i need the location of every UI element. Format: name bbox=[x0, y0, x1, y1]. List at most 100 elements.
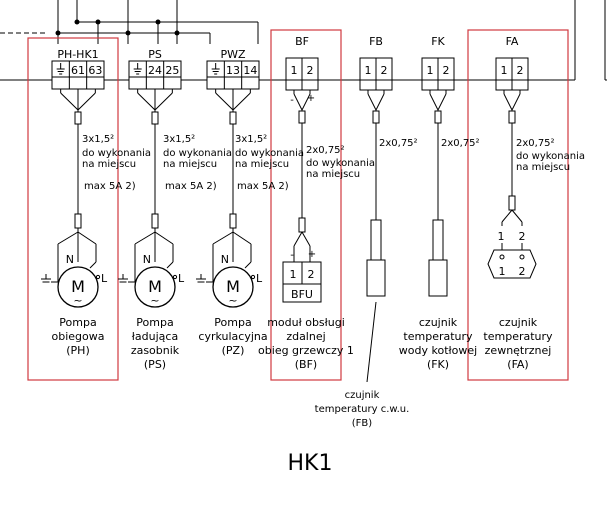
device-label: temperatury bbox=[483, 330, 553, 343]
terminal-block bbox=[128, 76, 182, 90]
device-label: (FK) bbox=[427, 358, 449, 371]
device-label: wody kotłowej bbox=[399, 344, 477, 357]
fb-label: czujnik bbox=[345, 390, 380, 401]
wire bbox=[301, 231, 311, 247]
outdoor-sensor-housing bbox=[487, 249, 537, 279]
wire bbox=[134, 231, 156, 245]
cable-note: na miejscu bbox=[516, 162, 570, 173]
motor-label: M bbox=[71, 277, 85, 296]
wire bbox=[89, 261, 97, 269]
wire bbox=[232, 231, 252, 245]
cable-note: na miejscu bbox=[82, 159, 136, 170]
motor-n-label: N bbox=[143, 253, 151, 266]
device-labels: Pompaobiegowa(PH)Pompaładującazasobnik(P… bbox=[52, 316, 554, 429]
motor-l-label: L bbox=[101, 272, 108, 285]
wire bbox=[375, 93, 385, 111]
wire bbox=[244, 261, 252, 269]
device-label: obieg grzewczy 1 bbox=[258, 344, 354, 357]
terminal-dot bbox=[519, 254, 525, 260]
sensor-probe bbox=[428, 259, 448, 297]
cable-spec: 3x1,5² bbox=[163, 134, 195, 145]
highlight-bf bbox=[270, 29, 342, 381]
highlight-fa bbox=[467, 29, 569, 381]
device-label: temperatury bbox=[403, 330, 473, 343]
device-label: cyrkulacyjna bbox=[198, 330, 267, 343]
connector-name: FA bbox=[506, 35, 519, 48]
cable-plug bbox=[229, 213, 237, 229]
wire bbox=[212, 231, 234, 245]
motor-n-label: N bbox=[221, 253, 229, 266]
device-label: zewnętrznej bbox=[485, 344, 552, 357]
motor-l-label: L bbox=[256, 272, 263, 285]
terminal-number: 63 bbox=[88, 64, 102, 77]
polarity-minus: - bbox=[290, 250, 294, 261]
terminal-block bbox=[206, 76, 260, 90]
bfu-pin: 1 bbox=[290, 268, 297, 281]
terminal-number: 1 bbox=[365, 64, 372, 77]
sensor-probe bbox=[366, 259, 386, 297]
terminal-number: 25 bbox=[165, 64, 179, 77]
bfu-pin: 2 bbox=[308, 268, 315, 281]
terminal-number: 1 bbox=[501, 64, 508, 77]
device-label: obiegowa bbox=[52, 330, 105, 343]
motor-wave: ~ bbox=[228, 294, 237, 307]
wire bbox=[215, 92, 234, 111]
wire bbox=[293, 93, 303, 111]
fa-pin: 1 bbox=[498, 230, 505, 243]
terminal-number: 2 bbox=[307, 64, 314, 77]
sensor-probe bbox=[370, 219, 382, 261]
cable-plug bbox=[151, 111, 159, 125]
motor-l-label: L bbox=[178, 272, 185, 285]
wire bbox=[77, 92, 96, 111]
connector-name: FB bbox=[369, 35, 383, 48]
motor-symbol bbox=[57, 266, 99, 308]
cable-note: max 5A 2) bbox=[165, 181, 217, 192]
wire bbox=[77, 231, 97, 245]
cable-note: do wykonania bbox=[163, 148, 232, 159]
device-label: moduł obsługi bbox=[267, 316, 345, 329]
cable-note: na miejscu bbox=[163, 159, 217, 170]
wire bbox=[154, 231, 174, 245]
wire bbox=[154, 92, 173, 111]
cable-note: max 5A 2) bbox=[84, 181, 136, 192]
motor-symbol bbox=[212, 266, 254, 308]
cable-plug bbox=[508, 110, 516, 124]
wire bbox=[511, 209, 523, 223]
device-label: Pompa bbox=[214, 316, 251, 329]
cable-spec: 2x0,75² bbox=[379, 138, 418, 149]
device-label: (PS) bbox=[144, 358, 166, 371]
motor-label: M bbox=[226, 277, 240, 296]
terminal-dot bbox=[95, 274, 101, 280]
terminal-number: 24 bbox=[148, 64, 162, 77]
device-label: (FA) bbox=[507, 358, 528, 371]
wire bbox=[503, 93, 513, 111]
wire bbox=[367, 93, 377, 111]
cable-spec: 3x1,5² bbox=[82, 134, 114, 145]
wire bbox=[137, 92, 156, 111]
fa-pin: 2 bbox=[519, 230, 526, 243]
device-label: Pompa bbox=[136, 316, 173, 329]
cable-spec: 2x0,75² bbox=[306, 145, 345, 156]
terminal-number: 1 bbox=[291, 64, 298, 77]
fb-label: temperatury c.w.u. bbox=[315, 404, 410, 415]
motor-label: M bbox=[148, 277, 162, 296]
terminal-dot bbox=[172, 274, 178, 280]
polarity-plus: + bbox=[308, 249, 316, 260]
wire bbox=[293, 231, 303, 247]
wire bbox=[232, 92, 251, 111]
terminal-number: 13 bbox=[226, 64, 240, 77]
cable-plug bbox=[508, 195, 516, 211]
polarity-minus: - bbox=[290, 95, 294, 106]
motor-wave: ~ bbox=[73, 294, 82, 307]
wire bbox=[301, 93, 311, 111]
connector-name: PWZ bbox=[220, 48, 246, 61]
device-label: (PZ) bbox=[222, 344, 245, 357]
terminal-number: 61 bbox=[71, 64, 85, 77]
device-label: Pompa bbox=[59, 316, 96, 329]
cable-plug bbox=[298, 217, 306, 233]
